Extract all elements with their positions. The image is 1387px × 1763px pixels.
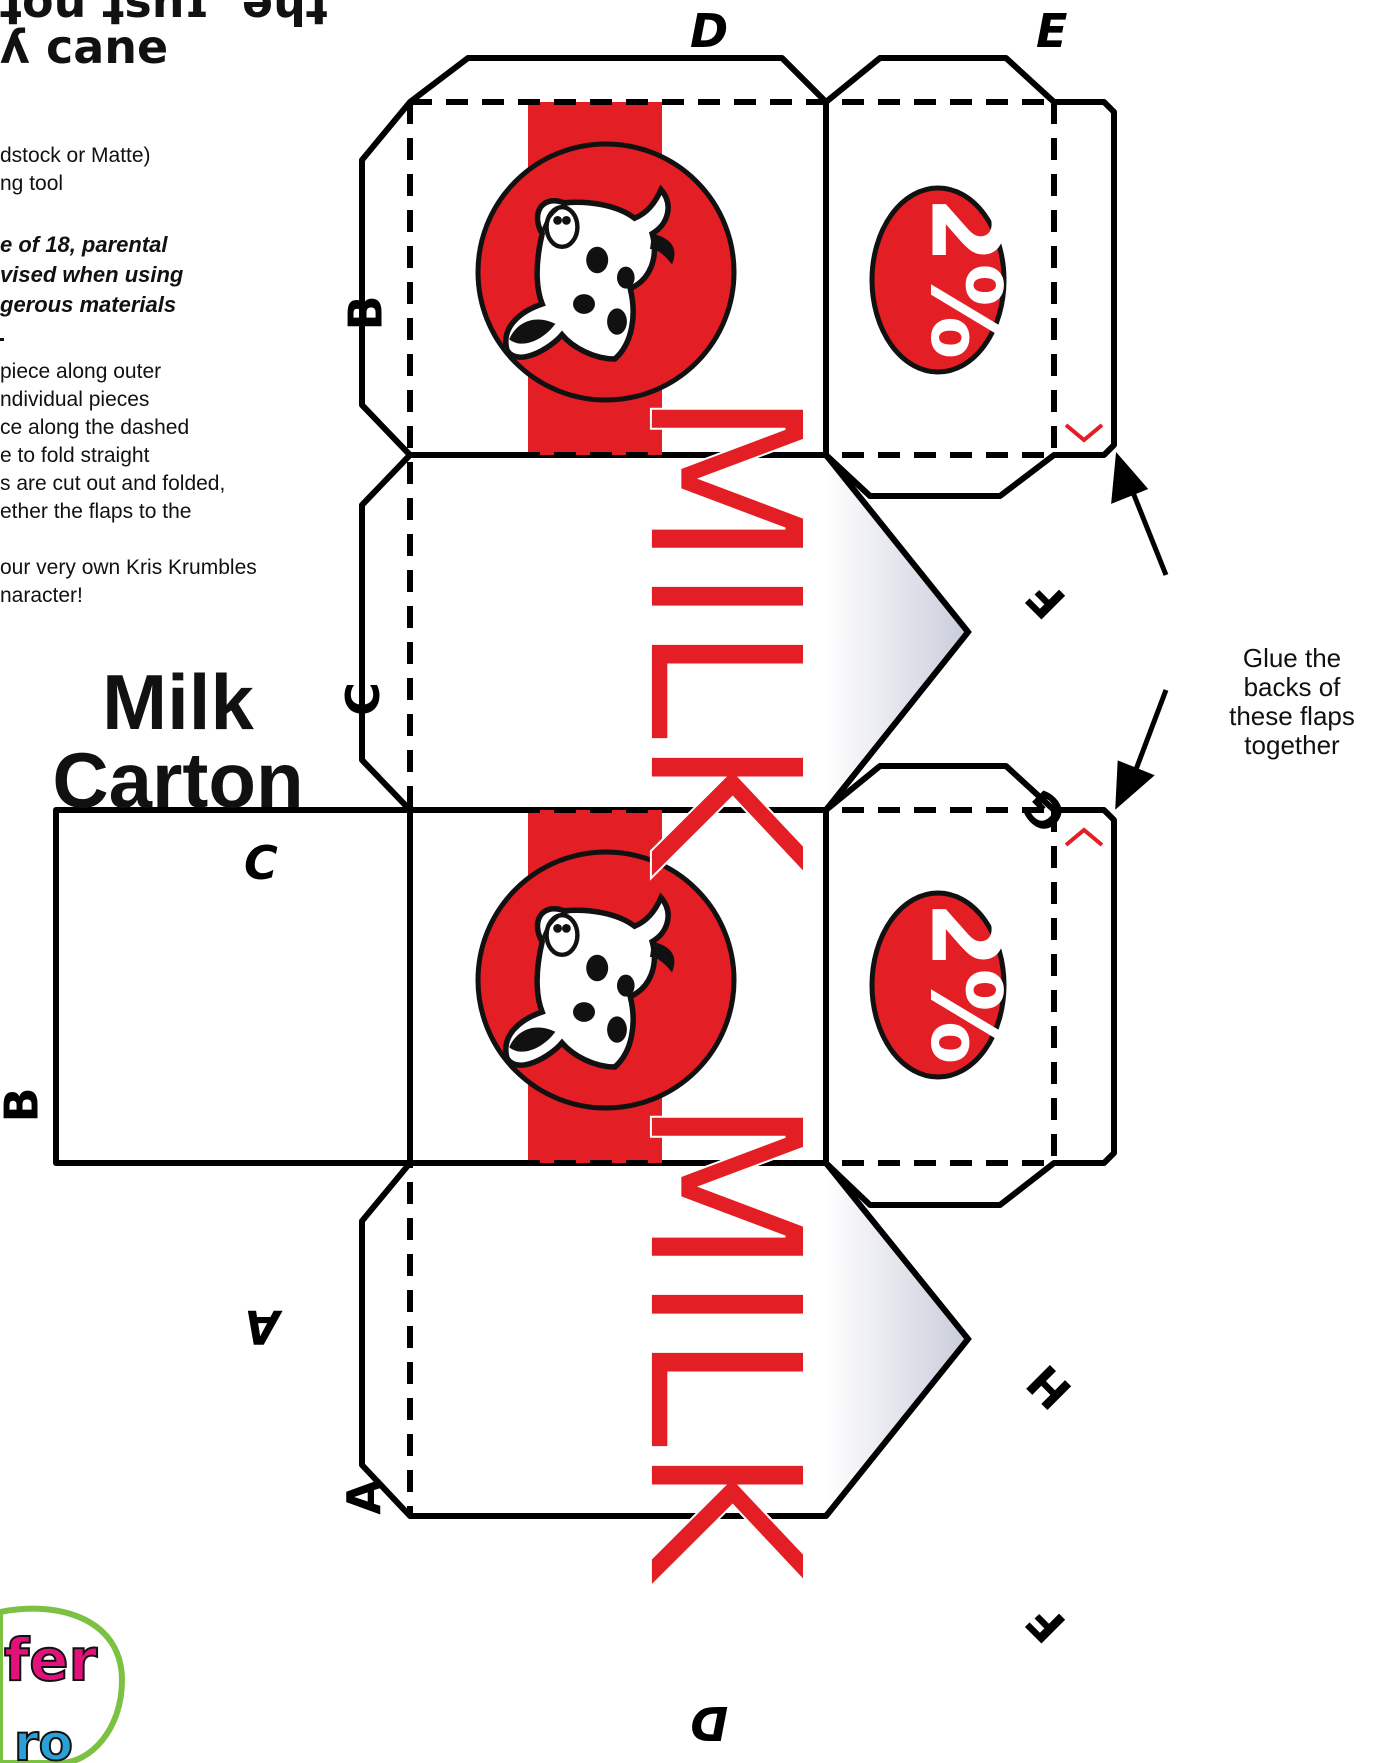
warning-line: vised when using	[0, 262, 184, 287]
fold-lines	[407, 99, 1057, 1516]
percent-text-top: 2%	[909, 196, 1022, 360]
materials-line: dstock or Matte)	[0, 144, 151, 167]
divider	[0, 338, 4, 341]
glue-note-line: these flaps	[1229, 701, 1355, 731]
edge-label-e-top: E	[1036, 4, 1068, 58]
warning-line: gerous materials	[0, 292, 177, 317]
instruction-line: ce along the dashed	[0, 416, 190, 439]
instruction-line: s are cut out and folded,	[0, 472, 226, 495]
edge-label-b-left: B	[0, 1087, 49, 1122]
chevron-up-icon	[1064, 827, 1104, 847]
flap-shade-top	[826, 455, 968, 810]
edge-label-a-left: A	[244, 1300, 280, 1354]
glue-note-line: Glue the	[1242, 643, 1342, 673]
svg-text:fer: fer	[4, 1626, 98, 1694]
edge-label-d-top: D	[690, 4, 729, 58]
instruction-line: e to fold straight	[0, 444, 150, 467]
percent-text-bottom: 2%	[909, 901, 1022, 1065]
double-arrow-icon	[1111, 451, 1169, 810]
milk-text-top: MILK	[600, 387, 847, 871]
header-title-line2: ʎ cane	[0, 20, 169, 74]
edge-label-b-right: B	[338, 295, 393, 331]
instruction-line: naracter!	[0, 584, 83, 607]
edge-label-d-bottom: D	[690, 1696, 729, 1750]
chevron-down-icon	[1064, 423, 1104, 443]
edge-label-c-right: C	[335, 682, 390, 716]
flap-shade-bottom	[826, 1163, 968, 1516]
edge-label-c-left: C	[244, 836, 278, 890]
instruction-line: ether the flaps to the	[0, 500, 192, 523]
page-title-line2: Carton	[52, 736, 304, 824]
brand-logo-icon: fer ro	[0, 1605, 126, 1763]
percent-badge-bottom	[869, 890, 1007, 1080]
instruction-line: piece along outer	[0, 360, 162, 383]
page-title-line1: Milk	[102, 658, 254, 746]
instruction-line: ndividual pieces	[0, 388, 150, 411]
warning-line: e of 18, parental	[0, 232, 168, 257]
percent-badge-top	[869, 185, 1007, 375]
label-band-top	[475, 102, 737, 455]
milk-text-bottom: MILK	[600, 1095, 847, 1579]
label-band-bottom	[475, 810, 737, 1163]
instruction-line: our very own Kris Krumbles	[0, 556, 257, 579]
svg-text:ro: ro	[14, 1714, 73, 1763]
edge-label-a-right: A	[336, 1479, 391, 1515]
header-title-line1: ʇou ʇsnɾ 'ǝɥʇ	[0, 0, 328, 28]
glue-note-line: together	[1244, 730, 1340, 760]
glue-note-line: backs of	[1243, 672, 1341, 702]
materials-line: ng tool	[0, 172, 64, 195]
